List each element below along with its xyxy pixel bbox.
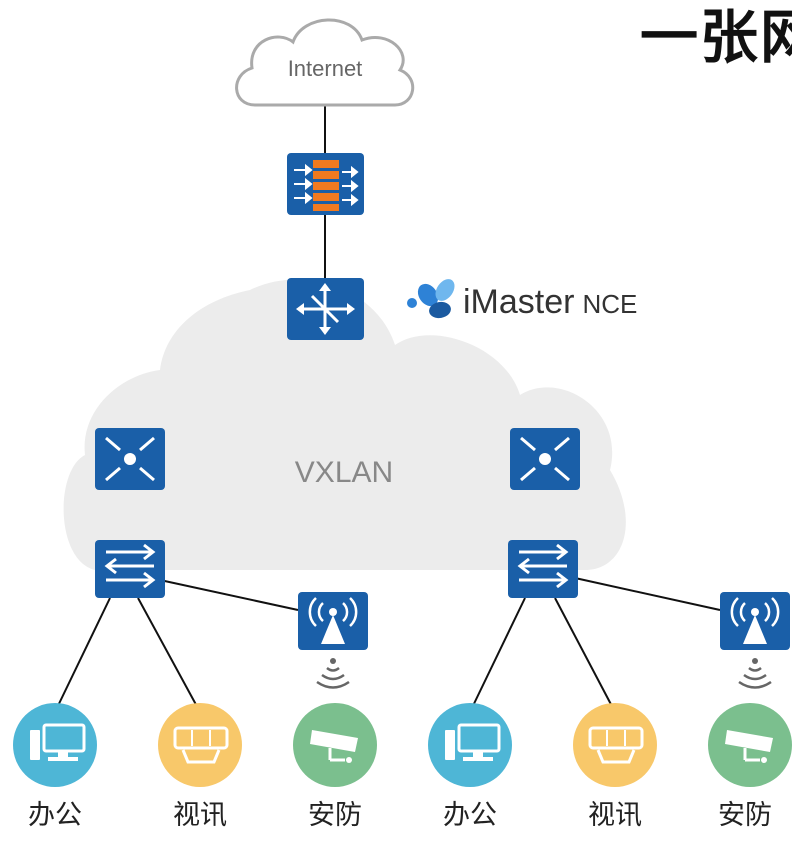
imaster-logo-icon — [407, 279, 455, 319]
endpoint-label: 安防 — [308, 800, 362, 831]
access-switch-icon — [508, 540, 578, 598]
endpoint-label: 办公 — [28, 800, 82, 831]
controller-label: iMaster NCE — [463, 283, 637, 321]
endpoint-label: 视讯 — [588, 800, 642, 831]
router-icon — [287, 278, 364, 340]
camera-icon — [293, 703, 377, 787]
video-terminal-icon — [158, 703, 242, 787]
wireless-ap-icon — [298, 592, 368, 689]
pc-icon — [428, 703, 512, 787]
wireless-ap-icon — [720, 592, 790, 689]
vxlan-label: VXLAN — [295, 456, 393, 489]
core-switch-icon — [95, 428, 165, 490]
firewall-icon — [287, 153, 364, 215]
link-switch-ap-right — [574, 577, 721, 611]
core-switch-icon — [510, 428, 580, 490]
endpoint-label: 安防 — [718, 800, 772, 831]
links — [54, 105, 721, 713]
cloud-icon — [235, 18, 415, 107]
link-switch-office-left — [54, 597, 111, 713]
internet-label: Internet — [288, 56, 363, 81]
pc-icon — [13, 703, 97, 787]
page-title: 一张网 — [640, 3, 792, 71]
endpoint-label: 办公 — [443, 800, 497, 831]
video-terminal-icon — [573, 703, 657, 787]
link-switch-ap-left — [159, 579, 299, 611]
camera-icon — [708, 703, 792, 787]
endpoint-label: 视讯 — [173, 800, 227, 831]
link-switch-video-left — [137, 597, 201, 713]
access-switch-icon — [95, 540, 165, 598]
controller-suffix: NCE — [582, 289, 637, 319]
link-switch-video-right — [554, 597, 616, 713]
controller-name: iMaster — [463, 283, 574, 321]
vxlan-cloud — [63, 279, 626, 570]
link-switch-office-right — [469, 597, 526, 713]
